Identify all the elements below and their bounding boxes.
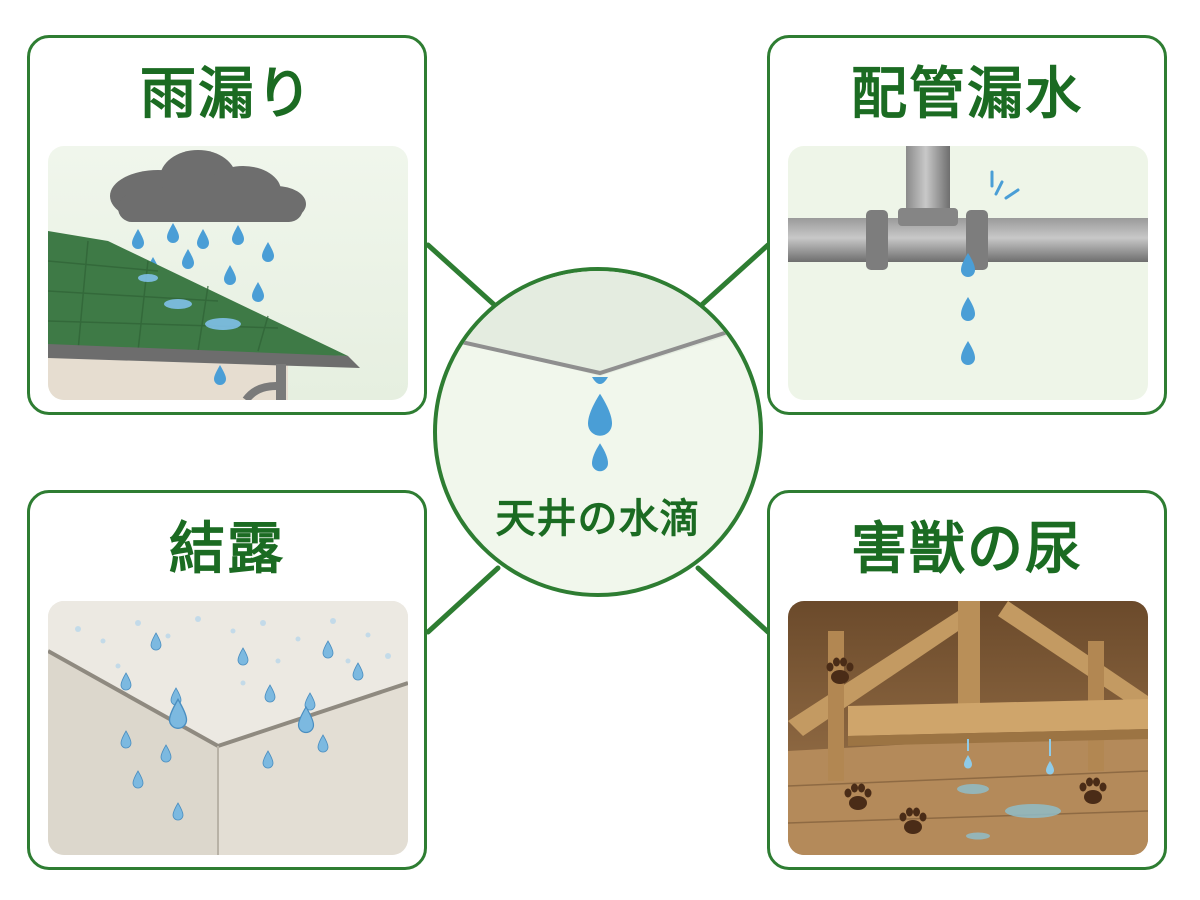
ceiling-drip-icon (437, 271, 759, 472)
connector-pest (695, 565, 771, 635)
center-node: 天井の水滴 (433, 267, 763, 597)
cause-title-rain: 雨漏り (140, 62, 314, 127)
cause-card-rain: 雨漏り (27, 35, 427, 415)
cause-card-pest: 害獣の尿 (767, 490, 1167, 870)
cause-card-pipe: 配管漏水 (767, 35, 1167, 415)
cause-title-pest: 害獣の尿 (851, 517, 1083, 582)
cause-title-condensation: 結露 (169, 517, 285, 582)
leaking-pipe-icon (788, 146, 1148, 400)
cause-title-pipe: 配管漏水 (851, 62, 1083, 127)
condensation-ceiling-icon (48, 601, 408, 855)
connector-condensation (425, 565, 501, 635)
center-label: 天井の水滴 (495, 496, 701, 542)
cause-card-condensation: 結露 (27, 490, 427, 870)
attic-paw-prints-icon (788, 601, 1148, 855)
rain-roof-icon (48, 146, 408, 400)
